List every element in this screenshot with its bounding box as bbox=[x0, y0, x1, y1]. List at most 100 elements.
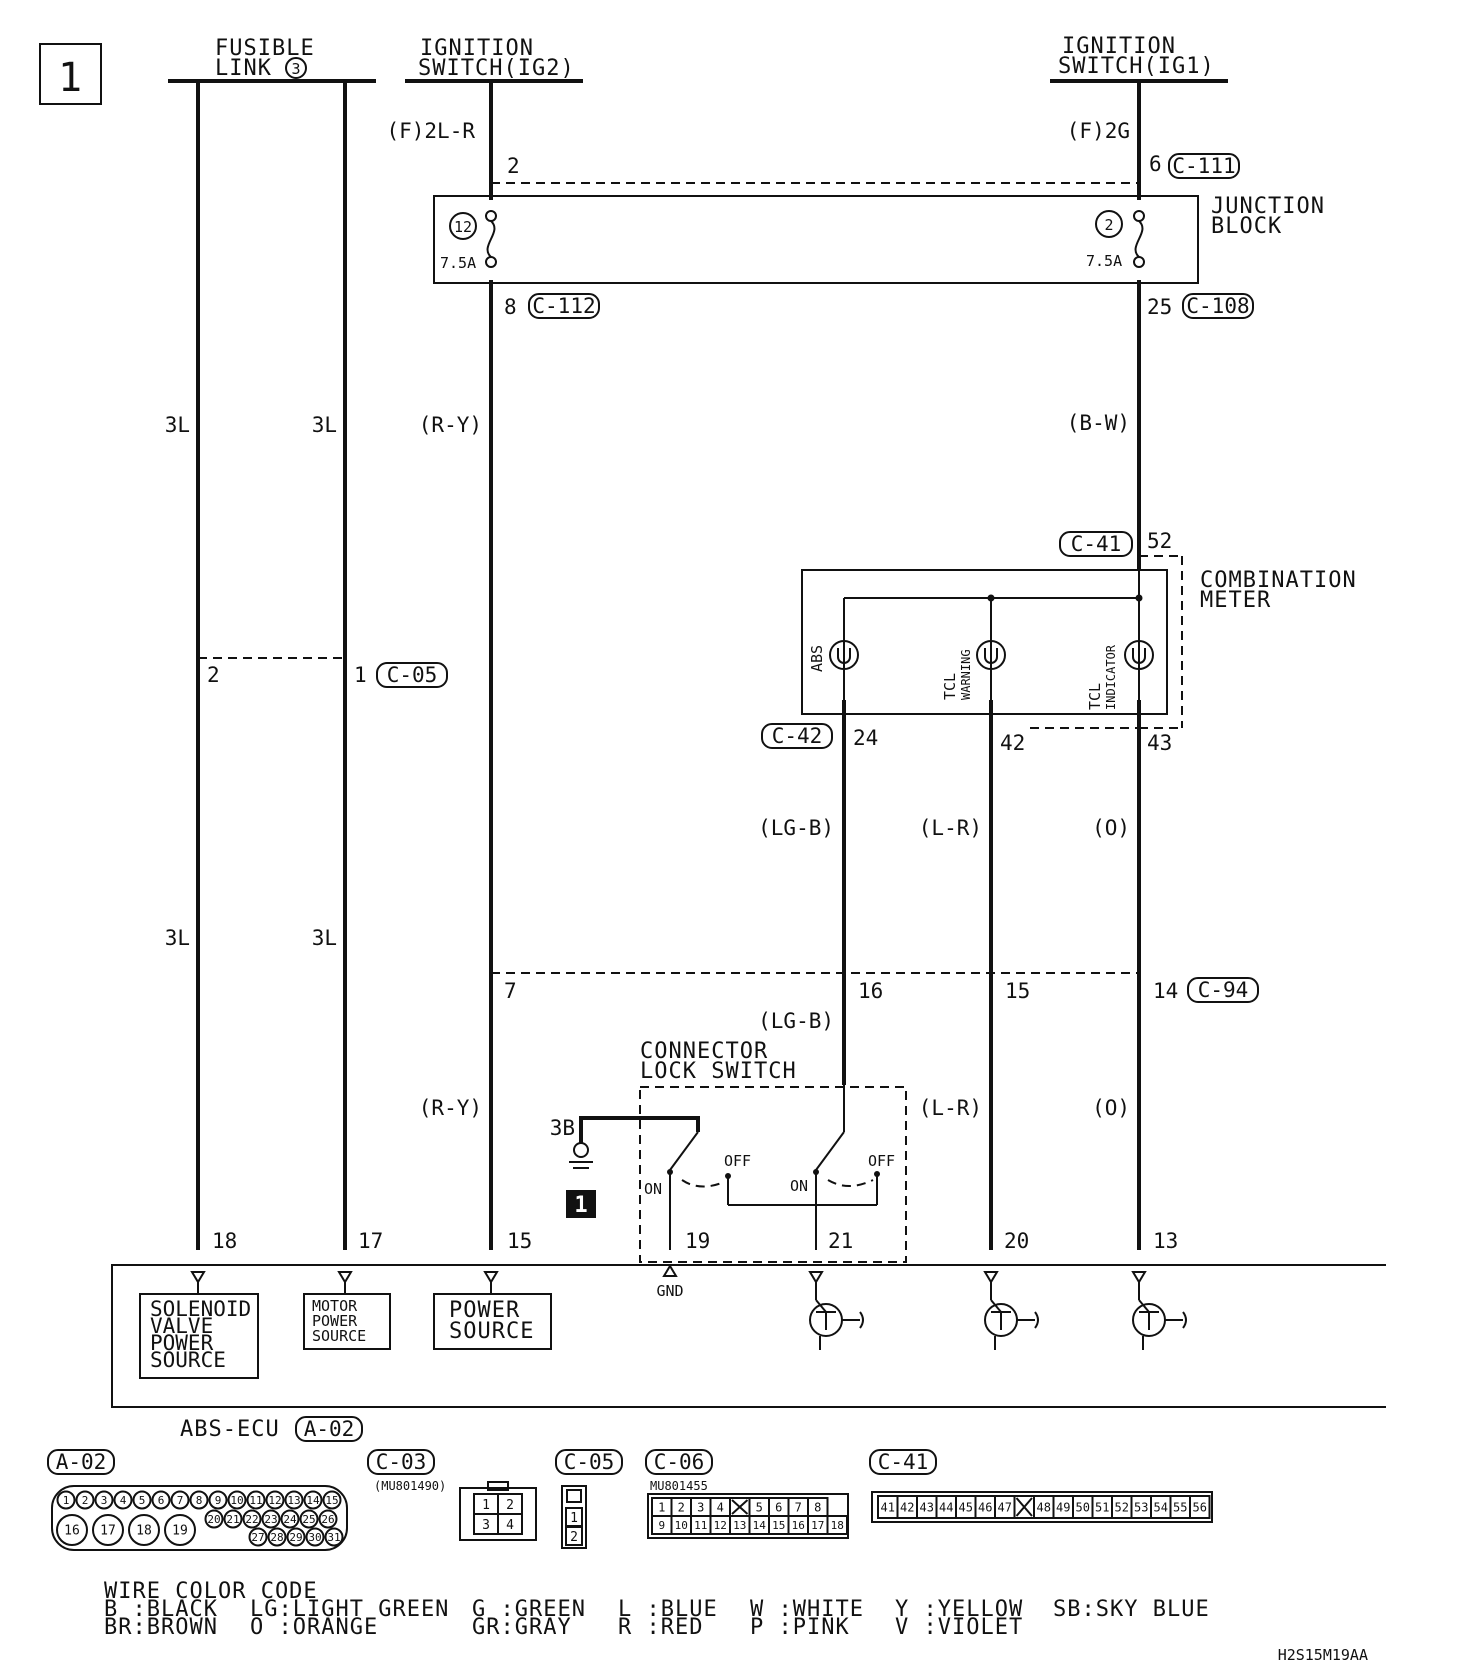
conn-c94-frame bbox=[1187, 977, 1259, 1003]
page-badge: 1 bbox=[58, 55, 82, 101]
pin-hole bbox=[299, 1509, 319, 1529]
pin-number: 12 bbox=[714, 1519, 727, 1532]
wire-label-lr-a: (L-R) bbox=[919, 816, 982, 840]
pin-number: 16 bbox=[792, 1519, 805, 1532]
fuse-2-number: 2 bbox=[1104, 216, 1113, 234]
conn-c42-frame bbox=[761, 723, 833, 749]
connector-c05-face bbox=[561, 1485, 587, 1549]
ground-terminal bbox=[573, 1142, 589, 1158]
ig2-label-1: IGNITION bbox=[420, 36, 534, 61]
motor-label-2: POWER bbox=[312, 1312, 358, 1330]
pin-number: 19 bbox=[172, 1524, 188, 1539]
legend-br: BR:BROWN bbox=[104, 1615, 218, 1640]
pin-number: 1 bbox=[482, 1498, 490, 1513]
conn-c111: C-111 bbox=[1172, 154, 1235, 178]
pin-number: 12 bbox=[268, 1494, 281, 1507]
wire-label-bw: (B-W) bbox=[1067, 411, 1130, 435]
pin-cell bbox=[1189, 1495, 1211, 1519]
pin-number: 3 bbox=[697, 1500, 704, 1514]
solenoid-label-4: SOURCE bbox=[150, 1348, 226, 1372]
pin-c42-43: 43 bbox=[1147, 731, 1172, 755]
pin-number: 55 bbox=[1173, 1500, 1187, 1514]
legend-y: Y :YELLOW bbox=[895, 1597, 1023, 1622]
pin-hole bbox=[303, 1490, 323, 1510]
switch-b-blade bbox=[815, 1131, 845, 1171]
pin-number: 46 bbox=[978, 1500, 992, 1514]
pin-number: 50 bbox=[1076, 1500, 1090, 1514]
pin-c05-2: 2 bbox=[207, 663, 220, 687]
pin-hole bbox=[242, 1509, 262, 1529]
pin-number: 13 bbox=[287, 1494, 300, 1507]
abs-lamp-filament bbox=[837, 648, 851, 664]
diagram-code: H2S15M19AA bbox=[1278, 1646, 1368, 1664]
pin-number: 8 bbox=[196, 1494, 203, 1507]
conn-c108: C-108 bbox=[1186, 294, 1249, 318]
wire-label-ry-a: (R-Y) bbox=[419, 413, 482, 437]
conn-c05-view-label: C-05 bbox=[564, 1450, 615, 1474]
wire-label-o-b: (O) bbox=[1092, 1096, 1130, 1120]
pin-number: 43 bbox=[920, 1500, 934, 1514]
pin-number: 5 bbox=[756, 1500, 763, 1514]
legend-b: B :BLACK bbox=[104, 1597, 218, 1622]
pin-number: 1 bbox=[63, 1494, 70, 1507]
conn-c112-frame bbox=[528, 293, 600, 319]
pin-number: 2 bbox=[506, 1498, 514, 1513]
pin-hole bbox=[208, 1490, 228, 1510]
pin-hole bbox=[322, 1490, 342, 1510]
pin-number: 56 bbox=[1193, 1500, 1207, 1514]
pin-number: 24 bbox=[283, 1513, 297, 1526]
legend-g: G :GREEN bbox=[472, 1597, 586, 1622]
pin-hole bbox=[286, 1527, 306, 1547]
ecu-pin-21: 21 bbox=[828, 1229, 853, 1253]
pin-hole bbox=[318, 1509, 338, 1529]
fuse-12-icon bbox=[486, 220, 496, 258]
conn-c06-view-label: C-06 bbox=[654, 1450, 705, 1474]
switch-b-off: OFF bbox=[868, 1152, 895, 1170]
wire-label-3l-b: 3L bbox=[312, 413, 337, 437]
motor-power-box bbox=[303, 1293, 391, 1350]
conn-c05-frame bbox=[376, 662, 448, 688]
fuse-12-amp: 7.5A bbox=[440, 254, 476, 272]
power-label-1: POWER bbox=[449, 1298, 520, 1323]
pin-number: 15 bbox=[772, 1519, 785, 1532]
combination-meter-label-1: COMBINATION bbox=[1200, 568, 1357, 593]
pin-number: 6 bbox=[775, 1500, 782, 1514]
pin-number: 31 bbox=[327, 1531, 340, 1544]
wire-3b-ground bbox=[579, 1116, 700, 1143]
ecu-pin-15: 15 bbox=[507, 1229, 532, 1253]
pin-c94-14: 14 bbox=[1153, 979, 1178, 1003]
pin-number: 18 bbox=[831, 1519, 844, 1532]
pin-number: 28 bbox=[270, 1531, 283, 1544]
solenoid-power-box bbox=[139, 1293, 259, 1379]
pin-hole bbox=[265, 1490, 285, 1510]
pin-c108-25: 25 bbox=[1147, 295, 1172, 319]
wire-label-3l-a: 3L bbox=[165, 413, 190, 437]
legend-p: P :PINK bbox=[750, 1615, 850, 1640]
wire-label-lgb-a: (LG-B) bbox=[758, 816, 834, 840]
c05-key bbox=[566, 1489, 582, 1503]
switch-a-blade bbox=[669, 1131, 699, 1171]
junction-block-frame bbox=[433, 195, 1199, 284]
conn-c05: C-05 bbox=[387, 663, 438, 687]
pin-number: 13 bbox=[733, 1519, 746, 1532]
pin-number: 1 bbox=[658, 1500, 665, 1514]
conn-c41: C-41 bbox=[1071, 532, 1122, 556]
pin-hole bbox=[204, 1509, 224, 1529]
pin-c112-8: 8 bbox=[504, 295, 517, 319]
pin-number: 4 bbox=[120, 1494, 127, 1507]
wire-label-lr-b: (L-R) bbox=[919, 1096, 982, 1120]
fusible-link-label-2: LINK bbox=[215, 56, 272, 81]
pin-hole bbox=[56, 1514, 88, 1546]
pin-number: 4 bbox=[506, 1518, 514, 1533]
pin-number: 23 bbox=[264, 1513, 277, 1526]
pin-hole bbox=[75, 1490, 95, 1510]
c03-key bbox=[487, 1481, 509, 1491]
pin-number: 47 bbox=[998, 1500, 1012, 1514]
pin-number: 11 bbox=[249, 1494, 262, 1507]
pin-number: 7 bbox=[177, 1494, 184, 1507]
tcl-indicator-lamp-filament bbox=[1132, 648, 1146, 664]
